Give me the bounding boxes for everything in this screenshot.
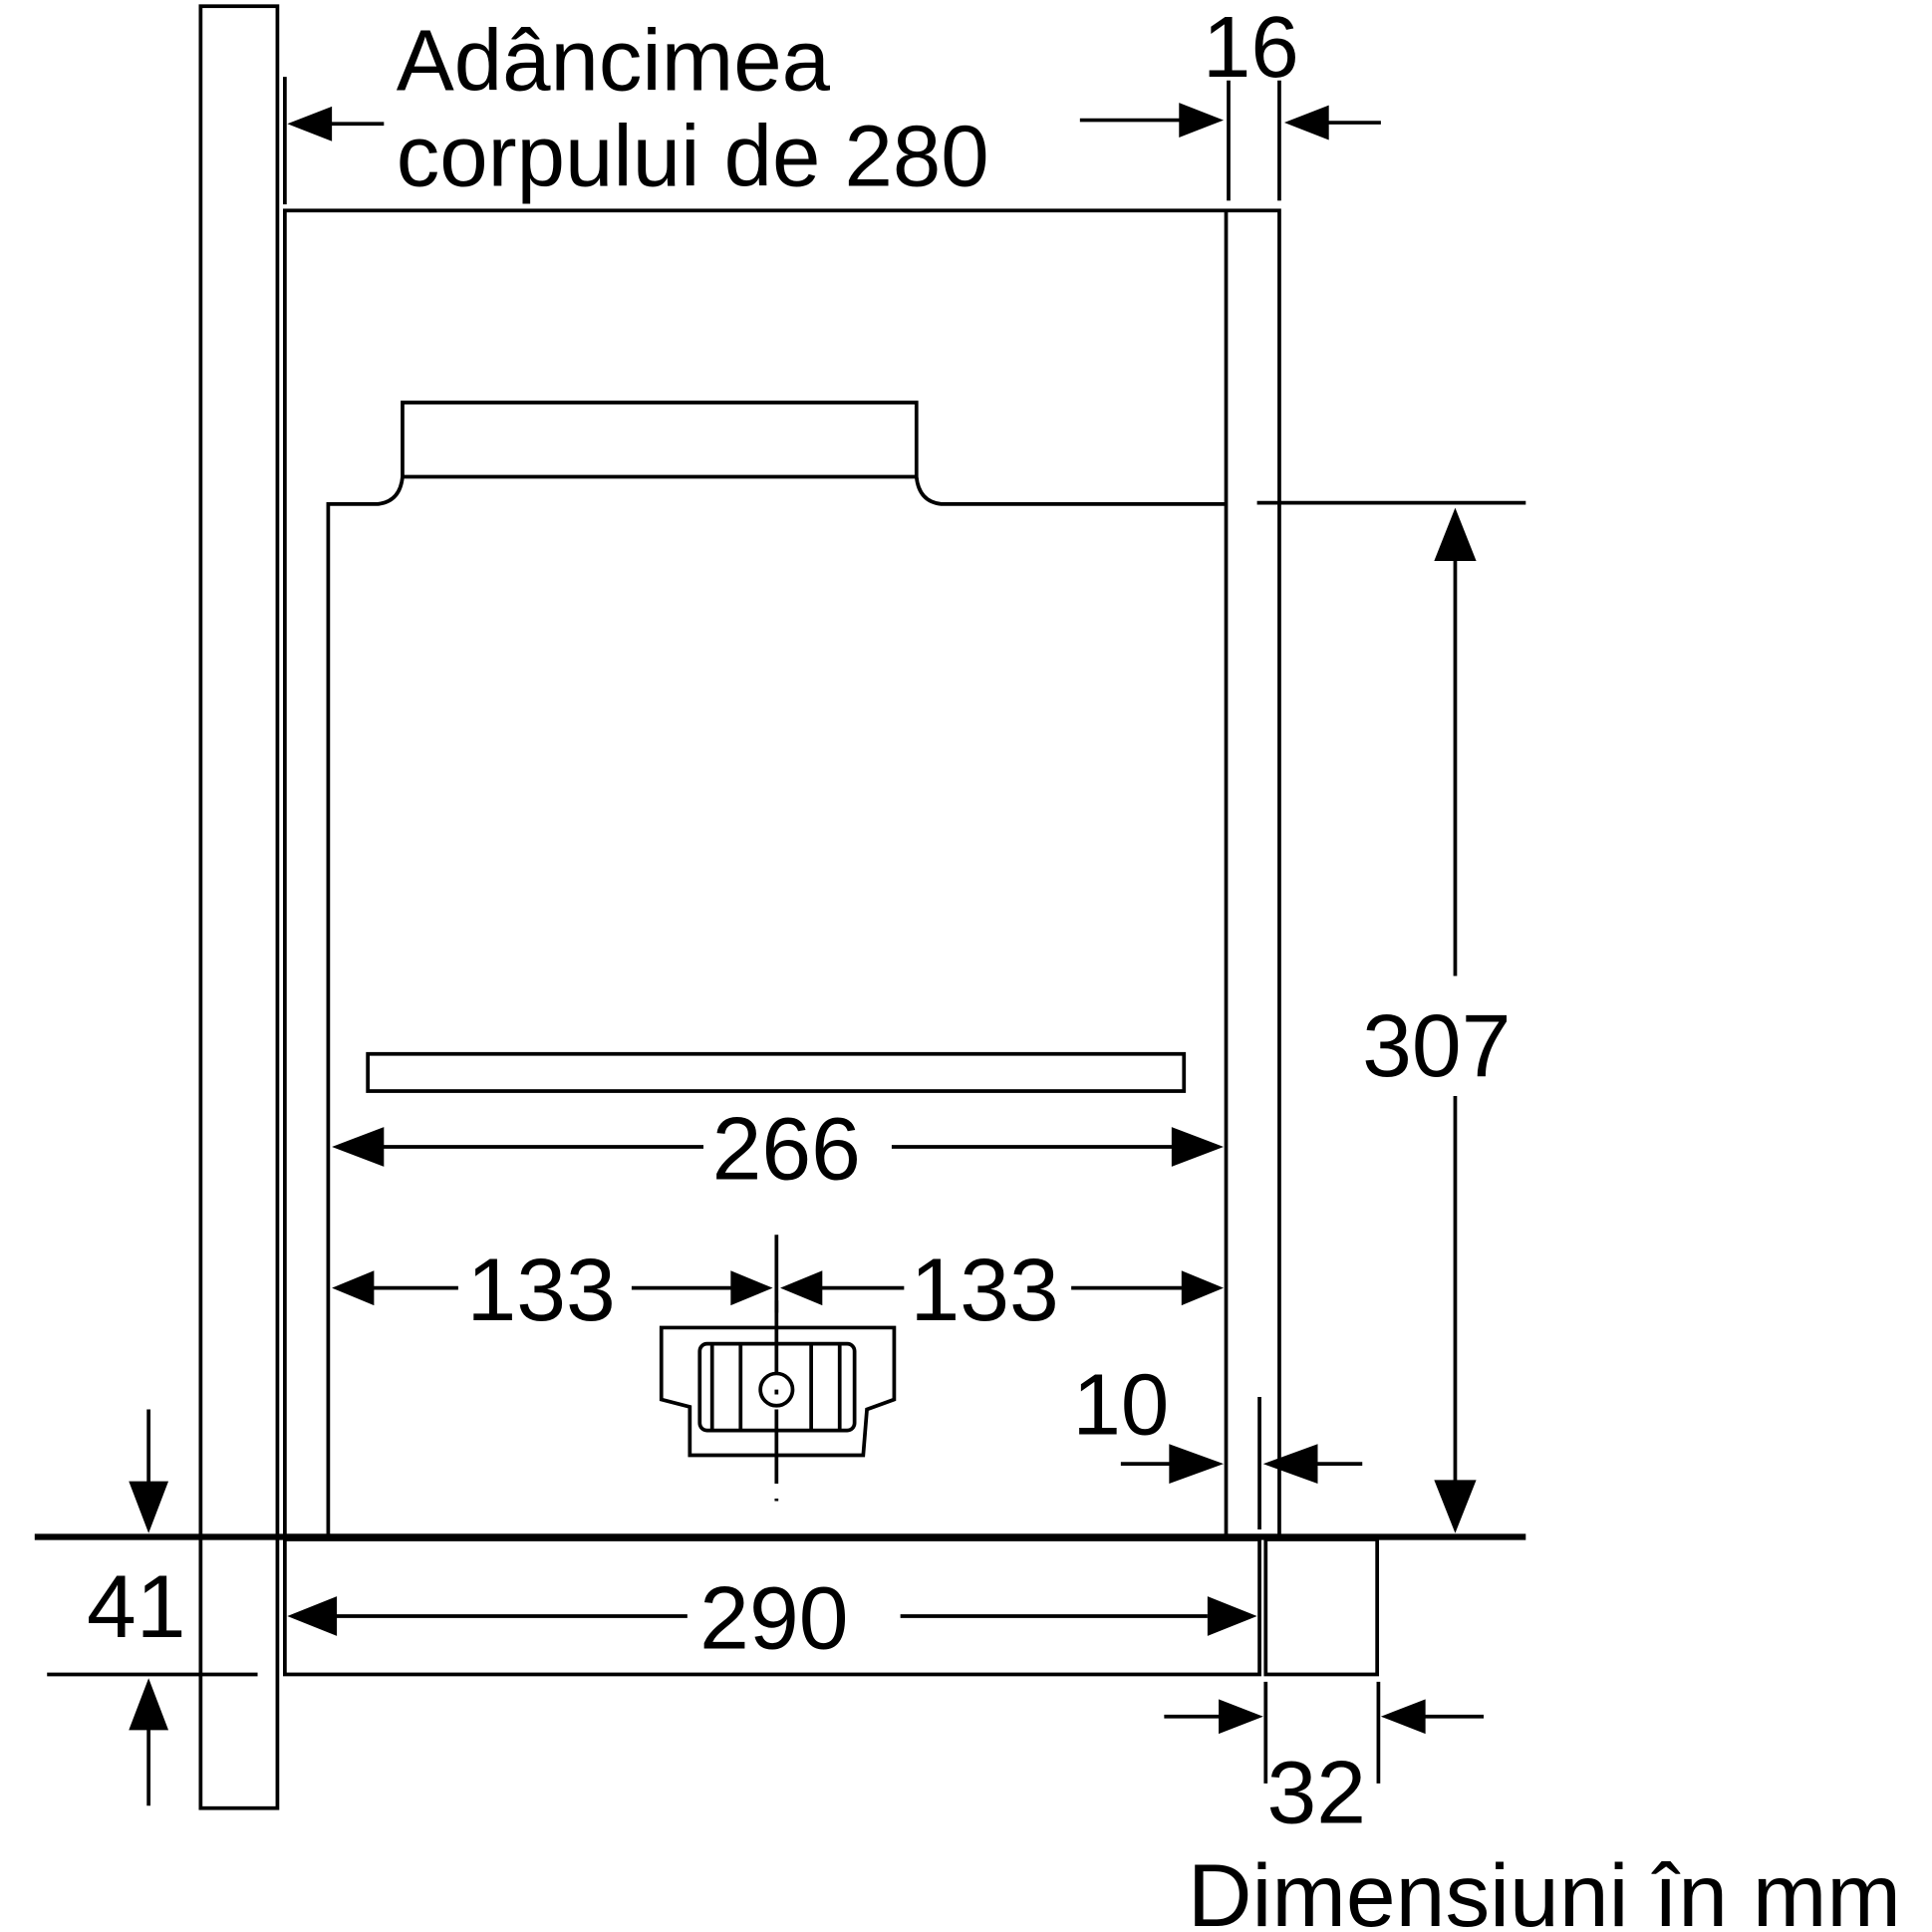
dim-266: 266 <box>712 1098 861 1198</box>
dim-307: 307 <box>1362 995 1511 1095</box>
units-note: Dimensiuni în mm <box>1188 1845 1901 1932</box>
dim-133-lines <box>332 1235 1225 1313</box>
wall-hatched <box>198 4 280 1810</box>
motor-icon <box>659 1300 897 1502</box>
dim-133-left: 133 <box>467 1240 616 1339</box>
dim-32: 32 <box>1266 1743 1366 1842</box>
lower-panel <box>283 1537 1380 1677</box>
dim-41: 41 <box>87 1556 186 1656</box>
dim-10: 10 <box>1072 1356 1169 1453</box>
dim-133-right: 133 <box>910 1240 1058 1339</box>
cabinet-outline <box>283 208 1281 1538</box>
filter-bar <box>366 1051 1187 1093</box>
dim-16: 16 <box>1203 0 1299 96</box>
dim-307-lines <box>1256 500 1526 1533</box>
dim-266-line <box>332 1127 1225 1167</box>
dim-10-lines <box>1120 1397 1363 1530</box>
dim-41-lines <box>47 1409 258 1806</box>
dim-290: 290 <box>699 1567 848 1667</box>
depth-title-line1: Adâncimea <box>397 13 831 110</box>
depth-annotation <box>283 77 1381 205</box>
depth-title-line2: corpului de 280 <box>397 108 989 204</box>
dim-32-lines <box>1164 1681 1485 1784</box>
